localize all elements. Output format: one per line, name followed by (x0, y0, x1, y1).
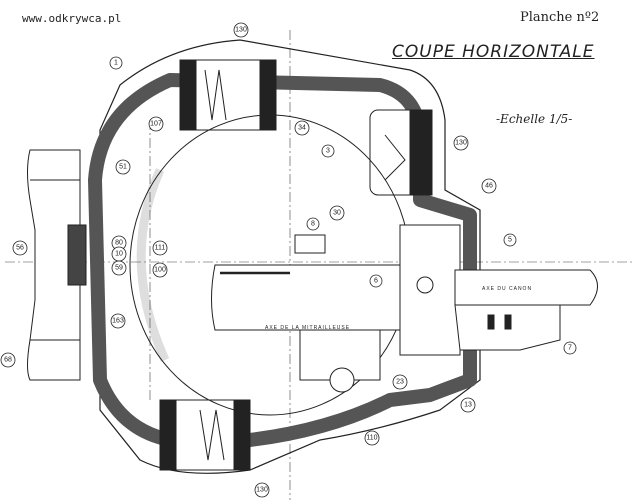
callout-circle (460, 397, 476, 413)
gun-assembly (211, 224, 598, 393)
callout-number: 56 (16, 245, 24, 252)
callout-number: 23 (396, 379, 404, 386)
side-port (27, 149, 87, 381)
callout-number: 130 (235, 27, 247, 34)
callout-circle (0, 352, 16, 368)
callout-number: 3 (326, 148, 330, 155)
callout-circle (392, 374, 408, 390)
callout-circle (563, 341, 577, 355)
drawing-title: COUPE HORIZONTALE (392, 42, 595, 62)
callout-circle (152, 262, 168, 278)
callout-number: 5 (508, 237, 512, 244)
callout-circle (110, 313, 126, 329)
armour-wall (88, 73, 477, 447)
callout-number: 100 (154, 267, 166, 274)
callout-number: 51 (119, 164, 127, 171)
callout-number: 68 (4, 357, 12, 364)
callout-number: 110 (366, 435, 377, 442)
periscope-housings (159, 59, 433, 471)
mg-axis-label: AXE DE LA MITRAILLEUSE (265, 325, 350, 331)
callout-number: 80 (115, 240, 123, 247)
scale-label: -Echelle 1/5- (496, 112, 573, 126)
callout-number: 34 (298, 125, 306, 132)
outer-hull (99, 39, 481, 474)
callout-number: 130 (455, 140, 467, 147)
gun-axis-label: AXE DU CANON (482, 286, 532, 292)
callouts: 1 130 107 51 80 10 59 111 100 163 56 68 34 3 130 46 8 30 6… (0, 22, 577, 498)
sheet-number: Planche nº2 (520, 10, 600, 25)
callout-number: 13 (464, 402, 472, 409)
callout-circle (329, 205, 345, 221)
callout-circle (115, 159, 131, 175)
callout-number: 10 (115, 251, 123, 258)
callout-circle (321, 144, 335, 158)
callout-circle (152, 240, 168, 256)
callout-circle (12, 240, 28, 256)
callout-number: 1 (114, 60, 118, 67)
callout-circle (453, 135, 469, 151)
callout-number: 7 (568, 345, 572, 352)
callout-number: 59 (115, 265, 123, 272)
callout-circle (503, 233, 517, 247)
ammo-rack (136, 168, 170, 362)
callout-circle (109, 56, 123, 70)
callout-number: 163 (112, 318, 124, 325)
watermark: www.odkrywca.pl (22, 12, 122, 25)
callout-number: 130 (256, 487, 268, 494)
callout-number: 8 (311, 221, 315, 228)
callout-number: 46 (485, 183, 493, 190)
callout-circle (306, 217, 320, 231)
callout-circle (233, 22, 249, 38)
callout-circle (294, 120, 310, 136)
callout-circle (148, 116, 164, 132)
callout-number: 30 (333, 210, 341, 217)
callout-circle (481, 178, 497, 194)
callout-circle (364, 430, 380, 446)
callout-number: 111 (155, 245, 166, 252)
callout-number: 107 (150, 121, 162, 128)
callout-circle (254, 482, 270, 498)
callout-circle (111, 260, 127, 276)
callout-circle (369, 274, 383, 288)
callout-number: 6 (374, 278, 378, 285)
